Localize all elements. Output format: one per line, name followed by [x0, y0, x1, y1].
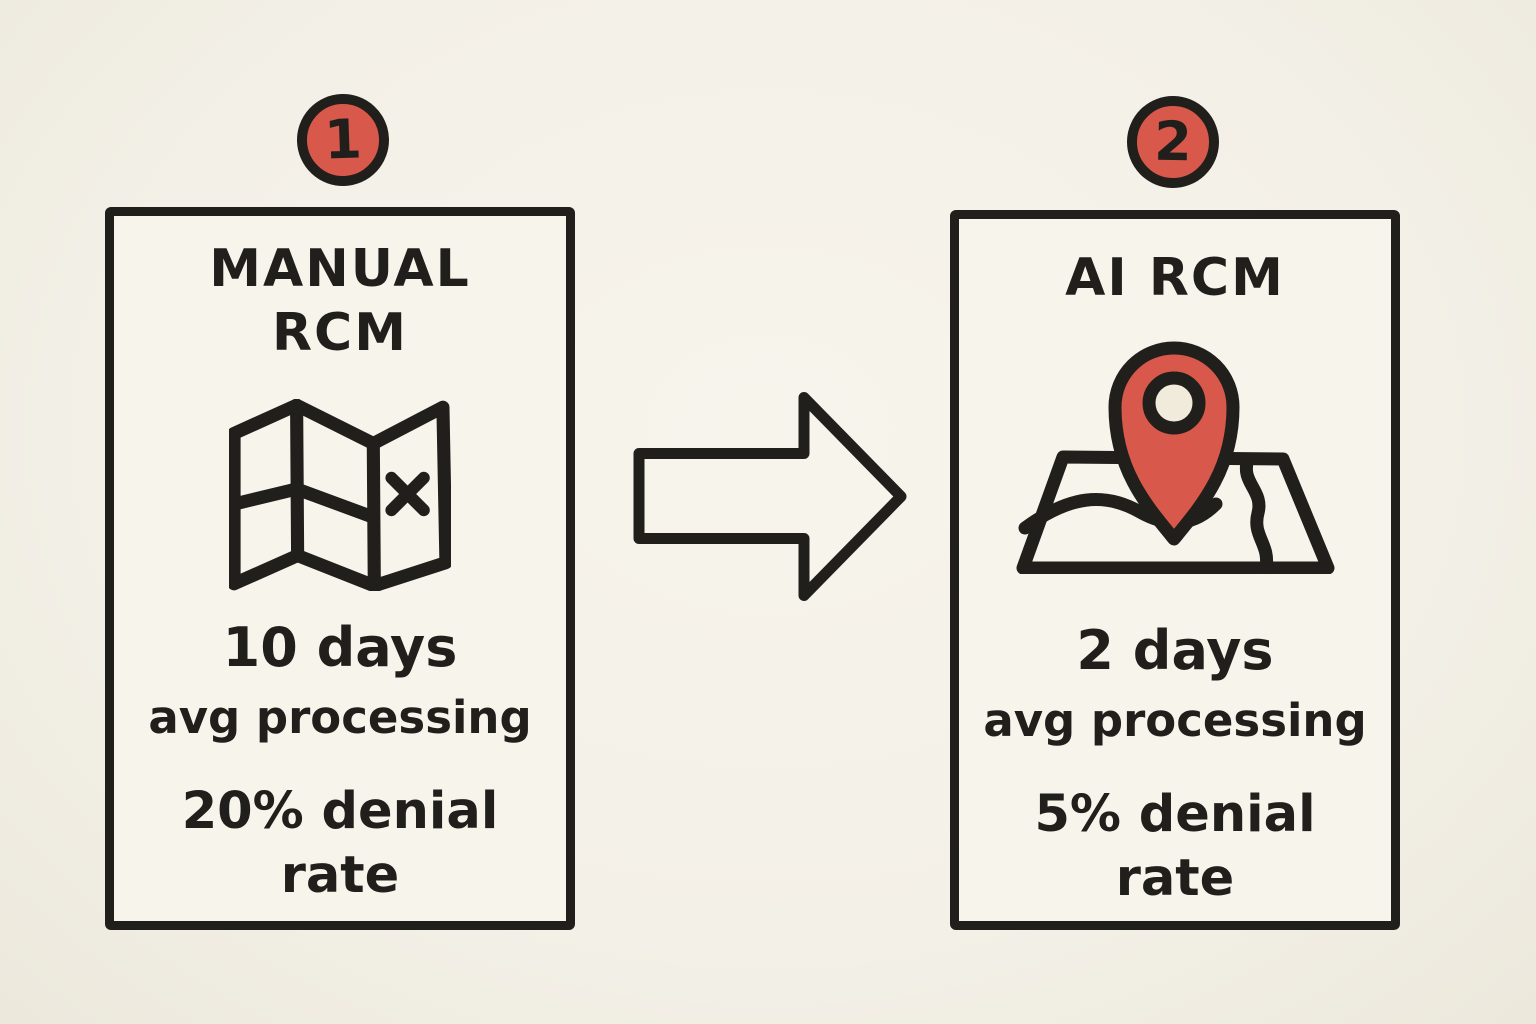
manual-rcm-title-line1: MANUAL [209, 239, 471, 299]
manual-processing-stat: 10 days [222, 616, 458, 679]
manual-denial-stat-line1: 20% denial [181, 782, 499, 841]
right-arrow-icon [633, 391, 907, 602]
manual-rcm-title-line2: RCM [272, 303, 408, 363]
ai-denial-stat-line1: 5% denial [1034, 785, 1316, 844]
manual-rcm-panel: MANUAL RCM 10 days avg processing 20% de… [105, 207, 575, 930]
step-1-badge-number: 1 [323, 107, 363, 172]
ai-rcm-panel: AI RCM 2 days avg processing 5% denial r… [950, 210, 1400, 930]
step-2-badge: 2 [1126, 95, 1220, 189]
manual-processing-caption: avg processing [148, 691, 532, 744]
map-with-location-pin-icon [1015, 337, 1335, 574]
folded-map-with-x-icon [229, 399, 451, 591]
step-1-badge: 1 [295, 92, 391, 188]
step-2-badge-number: 2 [1153, 109, 1193, 174]
ai-processing-caption: avg processing [983, 694, 1367, 747]
ai-denial-stat-line2: rate [1115, 849, 1235, 908]
manual-denial-stat-line2: rate [280, 846, 400, 905]
ai-rcm-title-line1: AI RCM [1065, 248, 1285, 308]
ai-processing-stat: 2 days [1076, 619, 1274, 682]
